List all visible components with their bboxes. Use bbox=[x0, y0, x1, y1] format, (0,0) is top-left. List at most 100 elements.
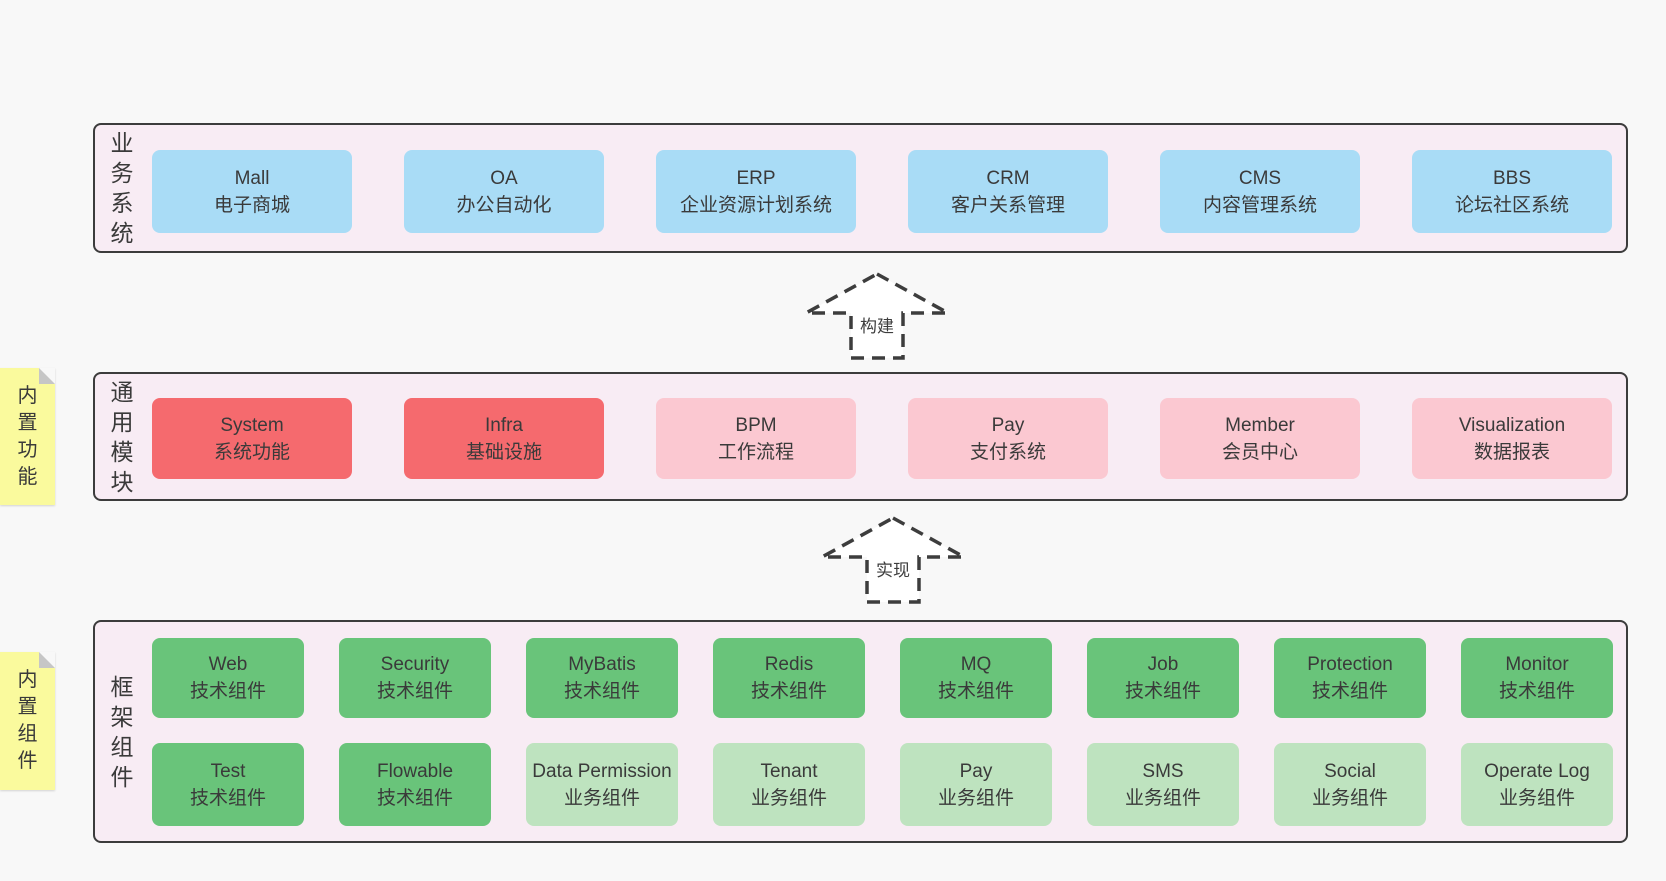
box-monitor: Monitor 技术组件 bbox=[1461, 638, 1613, 718]
box-title: Tenant bbox=[760, 760, 818, 782]
layer-framework-components-title-text: 框架组件 bbox=[110, 673, 134, 790]
box-subtitle: 技术组件 bbox=[1124, 681, 1201, 702]
box-system: System 系统功能 bbox=[152, 398, 352, 479]
box-subtitle: 论坛社区系统 bbox=[1454, 194, 1569, 216]
box-title: Member bbox=[1225, 414, 1295, 436]
box-title: System bbox=[220, 414, 284, 436]
box-title: Protection bbox=[1307, 654, 1393, 675]
box-title: BPM bbox=[735, 414, 777, 436]
box-title: SMS bbox=[1142, 760, 1184, 782]
box-bbs: BBS 论坛社区系统 bbox=[1412, 150, 1612, 233]
build-arrow-label: 构建 bbox=[860, 317, 894, 336]
box-title: BBS bbox=[1492, 167, 1532, 189]
box-subtitle: 技术组件 bbox=[376, 681, 453, 702]
box-title: Flowable bbox=[376, 760, 454, 782]
box-tenant: Tenant 业务组件 bbox=[713, 743, 865, 826]
components-row-2: Test 技术组件 Flowable 技术组件 Data Permission … bbox=[152, 743, 1626, 826]
box-security: Security 技术组件 bbox=[339, 638, 491, 718]
box-subtitle: 技术组件 bbox=[563, 681, 640, 702]
box-subtitle: 客户关系管理 bbox=[950, 194, 1065, 216]
box-subtitle: 基础设施 bbox=[465, 441, 542, 463]
box-pay-component: Pay 业务组件 bbox=[900, 743, 1052, 826]
box-title: Monitor bbox=[1505, 654, 1569, 675]
box-title: Test bbox=[210, 760, 246, 782]
up-arrow-icon bbox=[805, 272, 949, 360]
box-job: Job 技术组件 bbox=[1087, 638, 1239, 718]
box-title: Operate Log bbox=[1484, 760, 1590, 782]
box-operate-log: Operate Log 业务组件 bbox=[1461, 743, 1613, 826]
box-member: Member 会员中心 bbox=[1160, 398, 1360, 479]
box-subtitle: 技术组件 bbox=[376, 787, 453, 809]
box-title: CMS bbox=[1238, 167, 1282, 189]
box-subtitle: 技术组件 bbox=[750, 681, 827, 702]
layer-framework-components: 框架组件 Web 技术组件 Security 技术组件 MyBatis 技术组件… bbox=[93, 620, 1628, 843]
box-subtitle: 技术组件 bbox=[937, 681, 1014, 702]
box-subtitle: 系统功能 bbox=[213, 441, 290, 463]
box-flowable: Flowable 技术组件 bbox=[339, 743, 491, 826]
box-social: Social 业务组件 bbox=[1274, 743, 1426, 826]
sticky-note-builtin-components-label: 内置组件 bbox=[17, 669, 38, 772]
box-subtitle: 技术组件 bbox=[189, 787, 266, 809]
sticky-note-builtin-features-label: 内置功能 bbox=[17, 384, 38, 488]
box-subtitle: 业务组件 bbox=[1498, 787, 1575, 809]
box-redis: Redis 技术组件 bbox=[713, 638, 865, 718]
build-arrow: 构建 bbox=[802, 270, 952, 362]
box-title: Security bbox=[380, 654, 450, 675]
box-subtitle: 办公自动化 bbox=[456, 194, 552, 216]
box-title: Infra bbox=[484, 414, 524, 436]
implement-arrow-label: 实现 bbox=[876, 561, 910, 580]
modules-row: System 系统功能 Infra 基础设施 BPM 工作流程 Pay 支付系统… bbox=[152, 398, 1626, 479]
box-title: Web bbox=[208, 654, 248, 675]
box-subtitle: 技术组件 bbox=[1498, 681, 1575, 702]
box-web: Web 技术组件 bbox=[152, 638, 304, 718]
box-oa: OA 办公自动化 bbox=[404, 150, 604, 233]
box-visualization: Visualization 数据报表 bbox=[1412, 398, 1612, 479]
box-data-permission: Data Permission 业务组件 bbox=[526, 743, 678, 826]
box-sms: SMS 业务组件 bbox=[1087, 743, 1239, 826]
layer-business-systems-title-text: 业务系统 bbox=[110, 130, 134, 246]
box-title: ERP bbox=[736, 167, 776, 189]
box-subtitle: 电子商城 bbox=[213, 194, 290, 216]
layer-framework-components-title: 框架组件 bbox=[105, 622, 139, 841]
business-row: Mall 电子商城 OA 办公自动化 ERP 企业资源计划系统 CRM 客户关系… bbox=[152, 150, 1626, 233]
sticky-note-builtin-components: 内置组件 bbox=[0, 652, 55, 790]
layer-common-modules-title-text: 通用模块 bbox=[110, 378, 134, 495]
box-erp: ERP 企业资源计划系统 bbox=[656, 150, 856, 233]
box-subtitle: 技术组件 bbox=[189, 681, 266, 702]
box-bpm: BPM 工作流程 bbox=[656, 398, 856, 479]
box-subtitle: 业务组件 bbox=[1311, 787, 1388, 809]
layer-common-modules-title: 通用模块 bbox=[105, 374, 139, 499]
box-title: Redis bbox=[764, 654, 814, 675]
up-arrow-icon bbox=[821, 516, 965, 604]
box-subtitle: 支付系统 bbox=[969, 441, 1046, 463]
components-row-1: Web 技术组件 Security 技术组件 MyBatis 技术组件 Redi… bbox=[152, 638, 1626, 718]
box-title: Visualization bbox=[1458, 414, 1566, 436]
box-subtitle: 会员中心 bbox=[1221, 441, 1298, 463]
box-title: Mall bbox=[234, 167, 270, 189]
box-title: Job bbox=[1147, 654, 1179, 675]
layer-business-systems-title: 业务系统 bbox=[105, 125, 139, 251]
box-subtitle: 企业资源计划系统 bbox=[679, 194, 832, 216]
box-protection: Protection 技术组件 bbox=[1274, 638, 1426, 718]
box-subtitle: 内容管理系统 bbox=[1202, 194, 1317, 216]
box-subtitle: 工作流程 bbox=[717, 441, 794, 463]
box-mall: Mall 电子商城 bbox=[152, 150, 352, 233]
layer-business-systems: 业务系统 Mall 电子商城 OA 办公自动化 ERP 企业资源计划系统 CRM… bbox=[93, 123, 1628, 253]
box-title: Social bbox=[1324, 760, 1376, 782]
box-mq: MQ 技术组件 bbox=[900, 638, 1052, 718]
box-infra: Infra 基础设施 bbox=[404, 398, 604, 479]
box-subtitle: 业务组件 bbox=[937, 787, 1014, 809]
box-subtitle: 业务组件 bbox=[750, 787, 827, 809]
box-cms: CMS 内容管理系统 bbox=[1160, 150, 1360, 233]
box-title: Data Permission bbox=[532, 760, 672, 782]
box-title: OA bbox=[490, 167, 518, 189]
box-pay-module: Pay 支付系统 bbox=[908, 398, 1108, 479]
box-title: Pay bbox=[959, 760, 993, 782]
box-subtitle: 数据报表 bbox=[1473, 441, 1550, 463]
box-title: MyBatis bbox=[568, 654, 636, 675]
box-title: CRM bbox=[986, 167, 1030, 189]
box-subtitle: 业务组件 bbox=[1124, 787, 1201, 809]
implement-arrow: 实现 bbox=[818, 514, 968, 606]
sticky-note-builtin-features: 内置功能 bbox=[0, 368, 55, 505]
